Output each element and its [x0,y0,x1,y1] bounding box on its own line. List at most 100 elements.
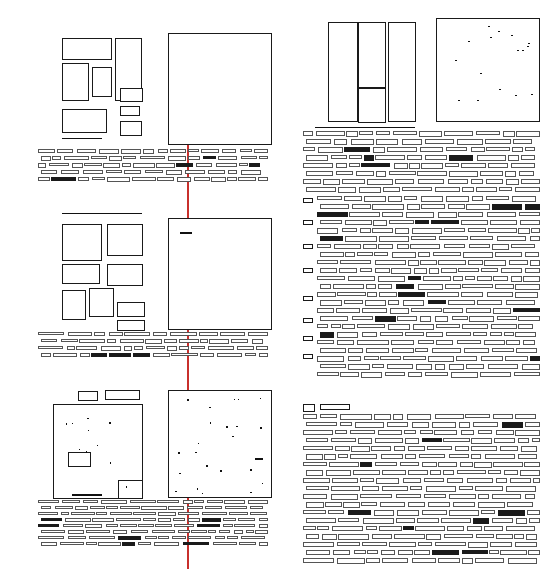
right-top-brick [477,155,506,161]
right-middle-brick [418,252,430,257]
right-top-brick [476,131,500,135]
right-bottom-brick [332,478,358,483]
left-middle-brick [107,339,116,343]
right-bottom-brick [331,494,358,500]
right-top-brick [316,131,345,136]
left-middle-brick [124,346,132,351]
right-top-brick [346,131,358,137]
left-bottom-speck [79,448,81,450]
right-middle-brick [514,372,540,376]
right-bottom-brick [378,430,402,435]
left-bottom-brick [155,524,172,527]
right-middle-brick [523,276,540,282]
right-middle-brick [340,260,371,264]
right-middle-brick [481,268,498,272]
right-bottom-brick [337,558,365,564]
left-top-side-block [92,67,112,97]
right-middle-brick [429,268,439,274]
left-top-brick [218,156,237,160]
left-top-brick [166,170,182,175]
left-bottom-speck [86,418,89,420]
right-bottom-brick [317,526,329,530]
left-top-brick [201,149,219,153]
right-middle-brick [466,364,484,369]
left-top-brick [238,177,256,181]
right-bottom-brick [424,478,444,482]
right-middle-brick [444,244,465,248]
right-bottom-brick [471,438,492,444]
right-top-brick [485,139,511,144]
right-bottom-brick [521,446,537,452]
left-middle-brick [171,353,198,356]
right-middle-row-label [303,198,313,203]
right-middle-brick [458,268,479,272]
right-middle-brick [462,324,488,329]
left-bottom-brick [205,506,222,509]
right-middle-brick [421,204,445,209]
left-middle-brick [41,353,51,357]
left-middle-brick [101,346,121,351]
left-bottom-brick [241,536,265,539]
right-bottom-brick [533,478,540,483]
right-bottom-brick [473,422,498,427]
left-bottom-speck [187,399,190,402]
right-middle-brick [391,268,411,274]
left-top-brick [64,156,89,160]
right-middle-brick [421,196,443,202]
left-top-brick [38,149,55,153]
right-middle-brick [461,292,483,297]
right-bottom-brick [375,438,403,443]
right-bottom-brick [338,534,369,540]
left-middle-brick [38,332,64,335]
left-top-brick [107,177,130,182]
right-middle-brick [340,372,359,377]
right-middle-brick [317,324,328,328]
left-bottom-brick [38,500,59,503]
left-middle-brick [209,339,229,344]
right-top-speck [480,73,483,75]
right-bottom-brick [474,462,492,468]
left-bottom-brick [130,500,156,503]
right-bottom-brick [415,526,445,531]
right-bottom-brick [407,414,431,420]
right-top-brick [525,147,535,151]
left-top-brick [145,170,163,173]
right-bottom-brick [329,462,359,467]
right-middle-brick [363,244,377,249]
right-middle-brick [415,348,428,352]
right-bottom-brick [343,502,360,508]
right-middle-brick [320,220,342,224]
right-bottom-brick [320,414,337,418]
right-bottom-brick [424,494,446,498]
right-bottom-brick [525,422,540,427]
right-bottom-brick [379,526,402,531]
right-middle-brick [425,372,448,376]
left-middle-brick [146,346,165,349]
right-middle-brick [320,332,334,338]
right-middle-brick [397,316,417,321]
left-top-brick [185,170,205,174]
right-bottom-brick [363,518,394,524]
right-top-brick [515,187,540,192]
right-middle-brick [418,284,443,290]
right-bottom-brick [410,486,422,490]
right-top-brick [444,131,473,136]
left-middle-brick [133,353,150,357]
right-bottom-brick [526,534,537,540]
left-bottom-speck [175,490,178,492]
right-bottom-brick [515,542,537,547]
right-top-brick [457,139,483,145]
left-middle-block [62,290,86,320]
right-middle-brick [344,300,363,304]
left-top-brick [170,149,186,153]
left-bottom-speck [206,464,209,467]
right-top-speck [530,93,533,95]
right-bottom-brick [524,462,540,467]
left-middle-block [117,302,145,317]
left-bottom-brick [68,536,86,539]
left-top-brick [203,156,216,159]
right-middle-brick [362,332,377,337]
right-middle-brick [515,284,540,290]
right-bottom-brick [306,534,319,539]
right-middle-brick [361,372,382,378]
